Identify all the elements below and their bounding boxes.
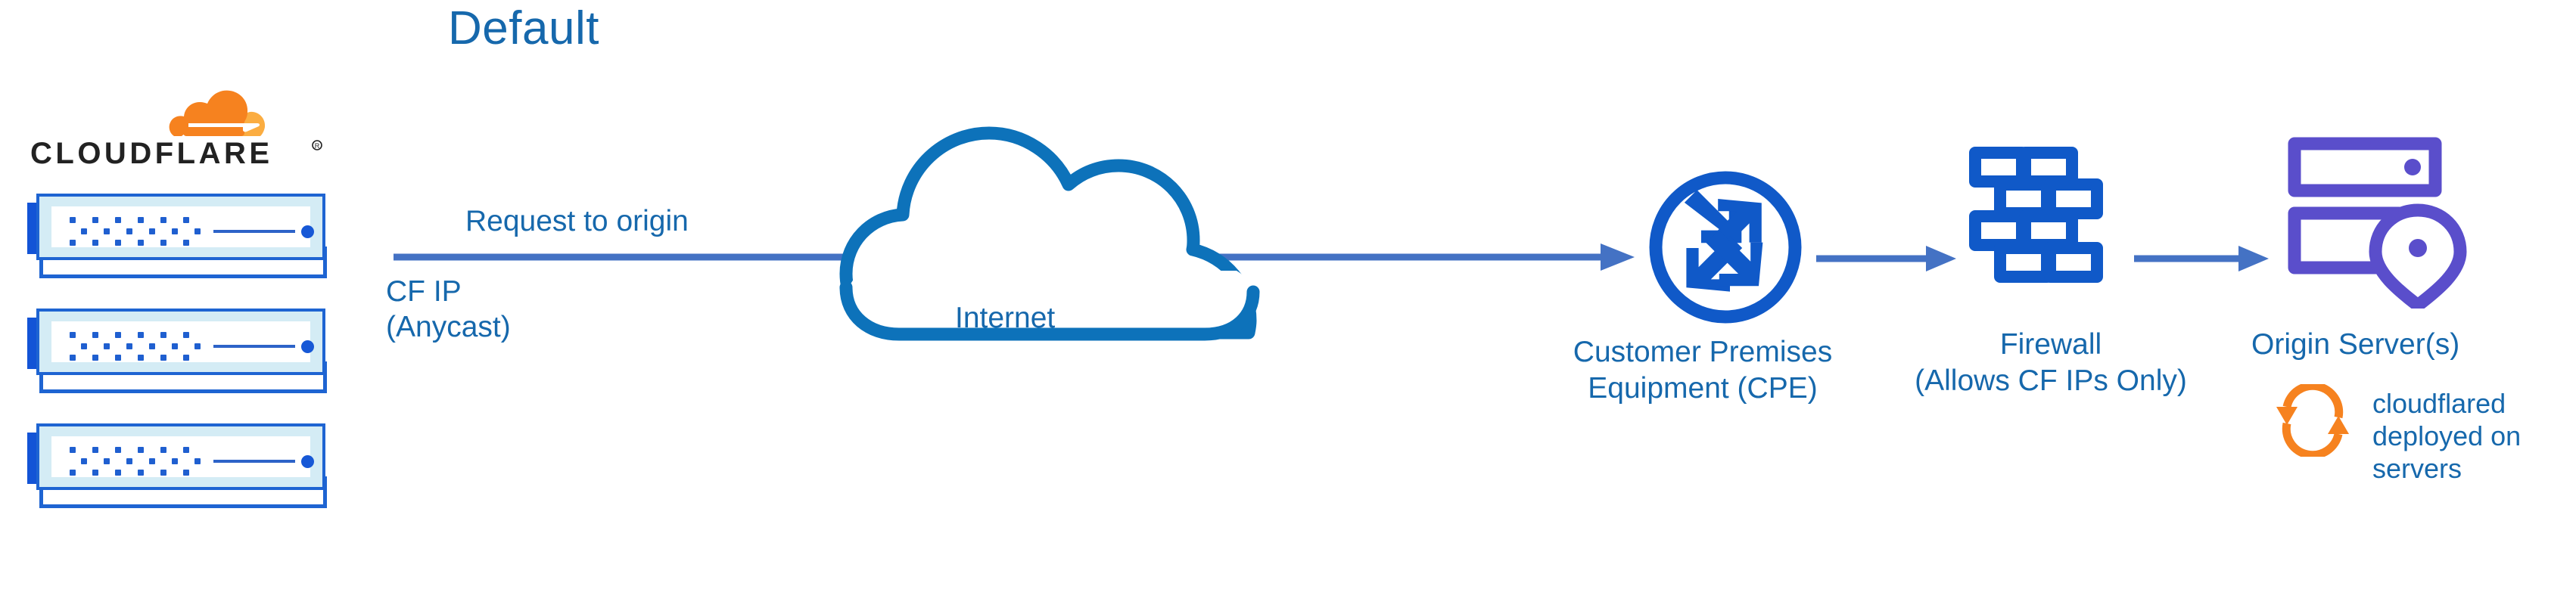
server-vent-dots xyxy=(70,447,206,477)
page-title: Default xyxy=(448,2,599,54)
server-vent-dots xyxy=(70,332,206,362)
server-chassis xyxy=(36,194,325,260)
server-vent-dots xyxy=(70,217,206,247)
arrow-firewall-to-origin xyxy=(2134,246,2269,271)
server-status-line xyxy=(213,230,295,233)
arrow-cpe-to-firewall xyxy=(1816,246,1956,271)
server-power-led xyxy=(301,225,314,238)
cloudflare-wordmark: CLOUDFLARE R xyxy=(30,137,322,170)
server-power-led xyxy=(301,455,314,468)
server-status-line xyxy=(213,345,295,348)
internet-cloud-icon xyxy=(839,126,1260,341)
cf-server-unit-3 xyxy=(23,420,348,511)
cf-server-unit-2 xyxy=(23,305,348,396)
label-cloudflared-deployed: cloudflared deployed on servers xyxy=(2372,388,2522,484)
label-cf-ip-anycast: CF IP (Anycast) xyxy=(386,275,511,343)
firewall-brick-wall-icon xyxy=(1969,147,2103,283)
cloudflare-logo: CLOUDFLARE R xyxy=(30,89,333,188)
server-status-line xyxy=(213,460,295,463)
server-faceplate xyxy=(51,436,314,477)
cloudflared-sync-icon xyxy=(2276,384,2349,457)
cf-server-unit-1 xyxy=(23,191,348,281)
label-internet: Internet xyxy=(955,302,1056,334)
label-customer-premises-equipment: Customer Premises Equipment (CPE) xyxy=(1573,336,1833,405)
svg-text:CLOUDFLARE: CLOUDFLARE xyxy=(30,137,273,170)
svg-text:R: R xyxy=(315,142,320,150)
cpe-router-icon xyxy=(1649,171,1802,324)
cloudflare-server-stack xyxy=(23,191,348,535)
cloudflare-cloud-icon xyxy=(169,90,266,136)
server-power-led xyxy=(301,340,314,353)
label-firewall: Firewall (Allows CF IPs Only) xyxy=(1915,328,2187,397)
label-origin-server: Origin Server(s) xyxy=(2251,328,2460,361)
server-faceplate xyxy=(51,321,314,362)
flow-label-request-to-origin: Request to origin xyxy=(465,205,689,237)
server-chassis xyxy=(36,309,325,375)
origin-server-icon xyxy=(2288,137,2467,309)
server-faceplate xyxy=(51,206,314,247)
server-chassis xyxy=(36,423,325,490)
